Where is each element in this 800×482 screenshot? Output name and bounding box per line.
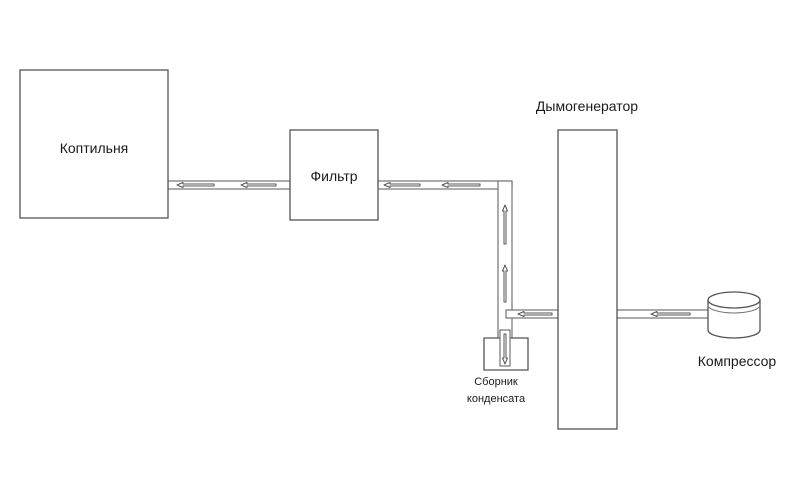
smokehouse-label: Коптильня — [60, 140, 129, 156]
smoke-generator-label: Дымогенератор — [536, 98, 638, 114]
smoke-generator-box — [557, 129, 618, 430]
flow-arrow-left — [650, 311, 691, 317]
filter-label: Фильтр — [310, 168, 357, 184]
compressor-icon — [707, 291, 761, 339]
flow-arrow-up — [502, 264, 508, 303]
flow-arrow-up — [502, 204, 508, 245]
condensate-collector-label-line2: конденсата — [467, 393, 526, 405]
compressor-label: Компрессор — [698, 353, 777, 369]
flow-arrow-left — [441, 182, 481, 188]
condensate-collector-label-line1: Сборник — [474, 376, 518, 388]
smokehouse-box — [19, 69, 169, 219]
flow-arrow-left — [240, 182, 277, 188]
flow-arrow-down — [502, 333, 508, 365]
filter-box — [289, 129, 379, 221]
flow-arrow-left — [383, 182, 421, 188]
flow-arrow-left — [517, 311, 553, 317]
flow-arrow-left — [176, 182, 215, 188]
